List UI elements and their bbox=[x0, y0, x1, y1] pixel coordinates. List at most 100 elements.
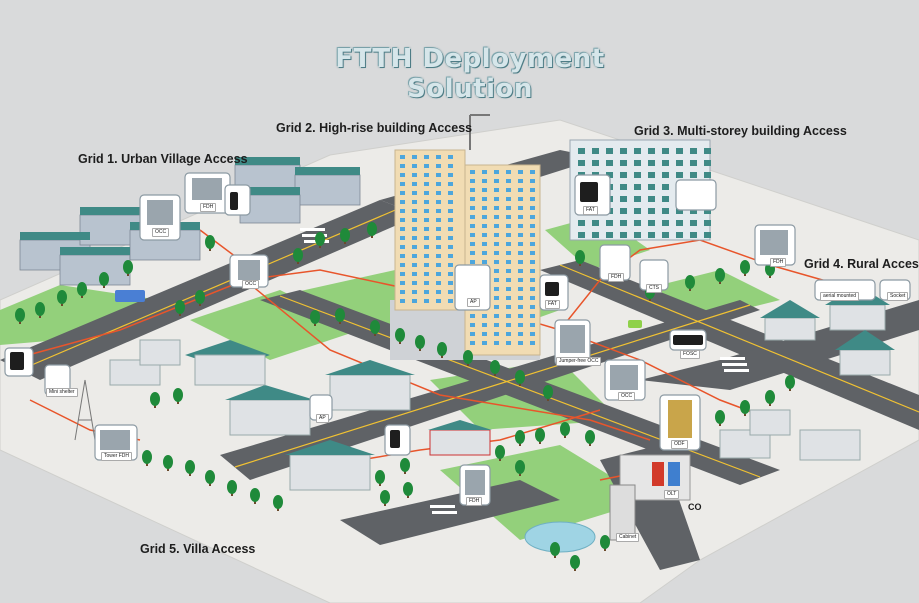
window bbox=[424, 173, 429, 177]
window bbox=[620, 160, 627, 166]
occ-tag: OCC bbox=[242, 280, 259, 289]
window bbox=[412, 245, 417, 249]
grid-1-label: Grid 1. Urban Village Access bbox=[78, 152, 248, 166]
tree-crown bbox=[515, 370, 525, 384]
tree-crown bbox=[163, 455, 173, 469]
window bbox=[482, 197, 487, 201]
window bbox=[494, 314, 499, 318]
window bbox=[436, 281, 441, 285]
window bbox=[436, 164, 441, 168]
tree-crown bbox=[123, 260, 133, 274]
window bbox=[412, 290, 417, 294]
window bbox=[662, 208, 669, 214]
window bbox=[424, 227, 429, 231]
window bbox=[578, 148, 585, 154]
window bbox=[494, 341, 499, 345]
window bbox=[448, 281, 453, 285]
window bbox=[470, 341, 475, 345]
window bbox=[518, 251, 523, 255]
window bbox=[482, 323, 487, 327]
window bbox=[634, 160, 641, 166]
tree-crown bbox=[515, 460, 525, 474]
window bbox=[470, 188, 475, 192]
window bbox=[648, 172, 655, 178]
window bbox=[494, 323, 499, 327]
window bbox=[470, 251, 475, 255]
window bbox=[436, 254, 441, 258]
window bbox=[530, 197, 535, 201]
window bbox=[578, 160, 585, 166]
window bbox=[412, 254, 417, 258]
window bbox=[530, 251, 535, 255]
window bbox=[494, 251, 499, 255]
window bbox=[530, 242, 535, 246]
window bbox=[424, 254, 429, 258]
window bbox=[690, 232, 697, 238]
window bbox=[448, 200, 453, 204]
window bbox=[518, 224, 523, 228]
window bbox=[400, 299, 405, 303]
window bbox=[518, 170, 523, 174]
window bbox=[494, 260, 499, 264]
window bbox=[448, 254, 453, 258]
tree-crown bbox=[99, 272, 109, 286]
window bbox=[470, 242, 475, 246]
tree-crown bbox=[740, 260, 750, 274]
jumper-free-occ-tag: Jumper-free OCC bbox=[556, 357, 601, 366]
window bbox=[634, 220, 641, 226]
window bbox=[634, 208, 641, 214]
window bbox=[648, 196, 655, 202]
occ-tag: OCC bbox=[152, 228, 169, 237]
window bbox=[620, 172, 627, 178]
window bbox=[634, 232, 641, 238]
window bbox=[506, 215, 511, 219]
fat-tag: FAT bbox=[583, 206, 598, 215]
window bbox=[436, 299, 441, 303]
window bbox=[530, 278, 535, 282]
window bbox=[448, 227, 453, 231]
tree-crown bbox=[575, 250, 585, 264]
tree-crown bbox=[77, 282, 87, 296]
window bbox=[518, 314, 523, 318]
window bbox=[506, 179, 511, 183]
window bbox=[506, 341, 511, 345]
window bbox=[648, 184, 655, 190]
window bbox=[506, 305, 511, 309]
window bbox=[676, 172, 683, 178]
window bbox=[494, 188, 499, 192]
window bbox=[518, 188, 523, 192]
window bbox=[400, 254, 405, 258]
window bbox=[518, 260, 523, 264]
window bbox=[506, 269, 511, 273]
window bbox=[400, 245, 405, 249]
window bbox=[412, 164, 417, 168]
window bbox=[530, 341, 535, 345]
window bbox=[448, 245, 453, 249]
window bbox=[448, 191, 453, 195]
window bbox=[518, 341, 523, 345]
window bbox=[482, 179, 487, 183]
window bbox=[634, 172, 641, 178]
socket-tag: Socket bbox=[887, 292, 908, 301]
tree-crown bbox=[340, 228, 350, 242]
window bbox=[518, 278, 523, 282]
tree-crown bbox=[185, 460, 195, 474]
window bbox=[518, 233, 523, 237]
window bbox=[412, 173, 417, 177]
window bbox=[676, 160, 683, 166]
window bbox=[494, 332, 499, 336]
fdh-tag: FDH bbox=[466, 497, 482, 506]
window bbox=[518, 332, 523, 336]
cabinet-tag: Cabinet bbox=[616, 533, 639, 542]
window bbox=[506, 197, 511, 201]
diagram-title: FTTH Deployment Solution bbox=[300, 44, 640, 104]
window bbox=[400, 155, 405, 159]
window bbox=[676, 220, 683, 226]
tree-crown bbox=[335, 308, 345, 322]
window bbox=[400, 164, 405, 168]
window bbox=[436, 191, 441, 195]
window bbox=[436, 236, 441, 240]
tree-crown bbox=[367, 222, 377, 236]
window bbox=[494, 197, 499, 201]
bus bbox=[115, 290, 145, 302]
